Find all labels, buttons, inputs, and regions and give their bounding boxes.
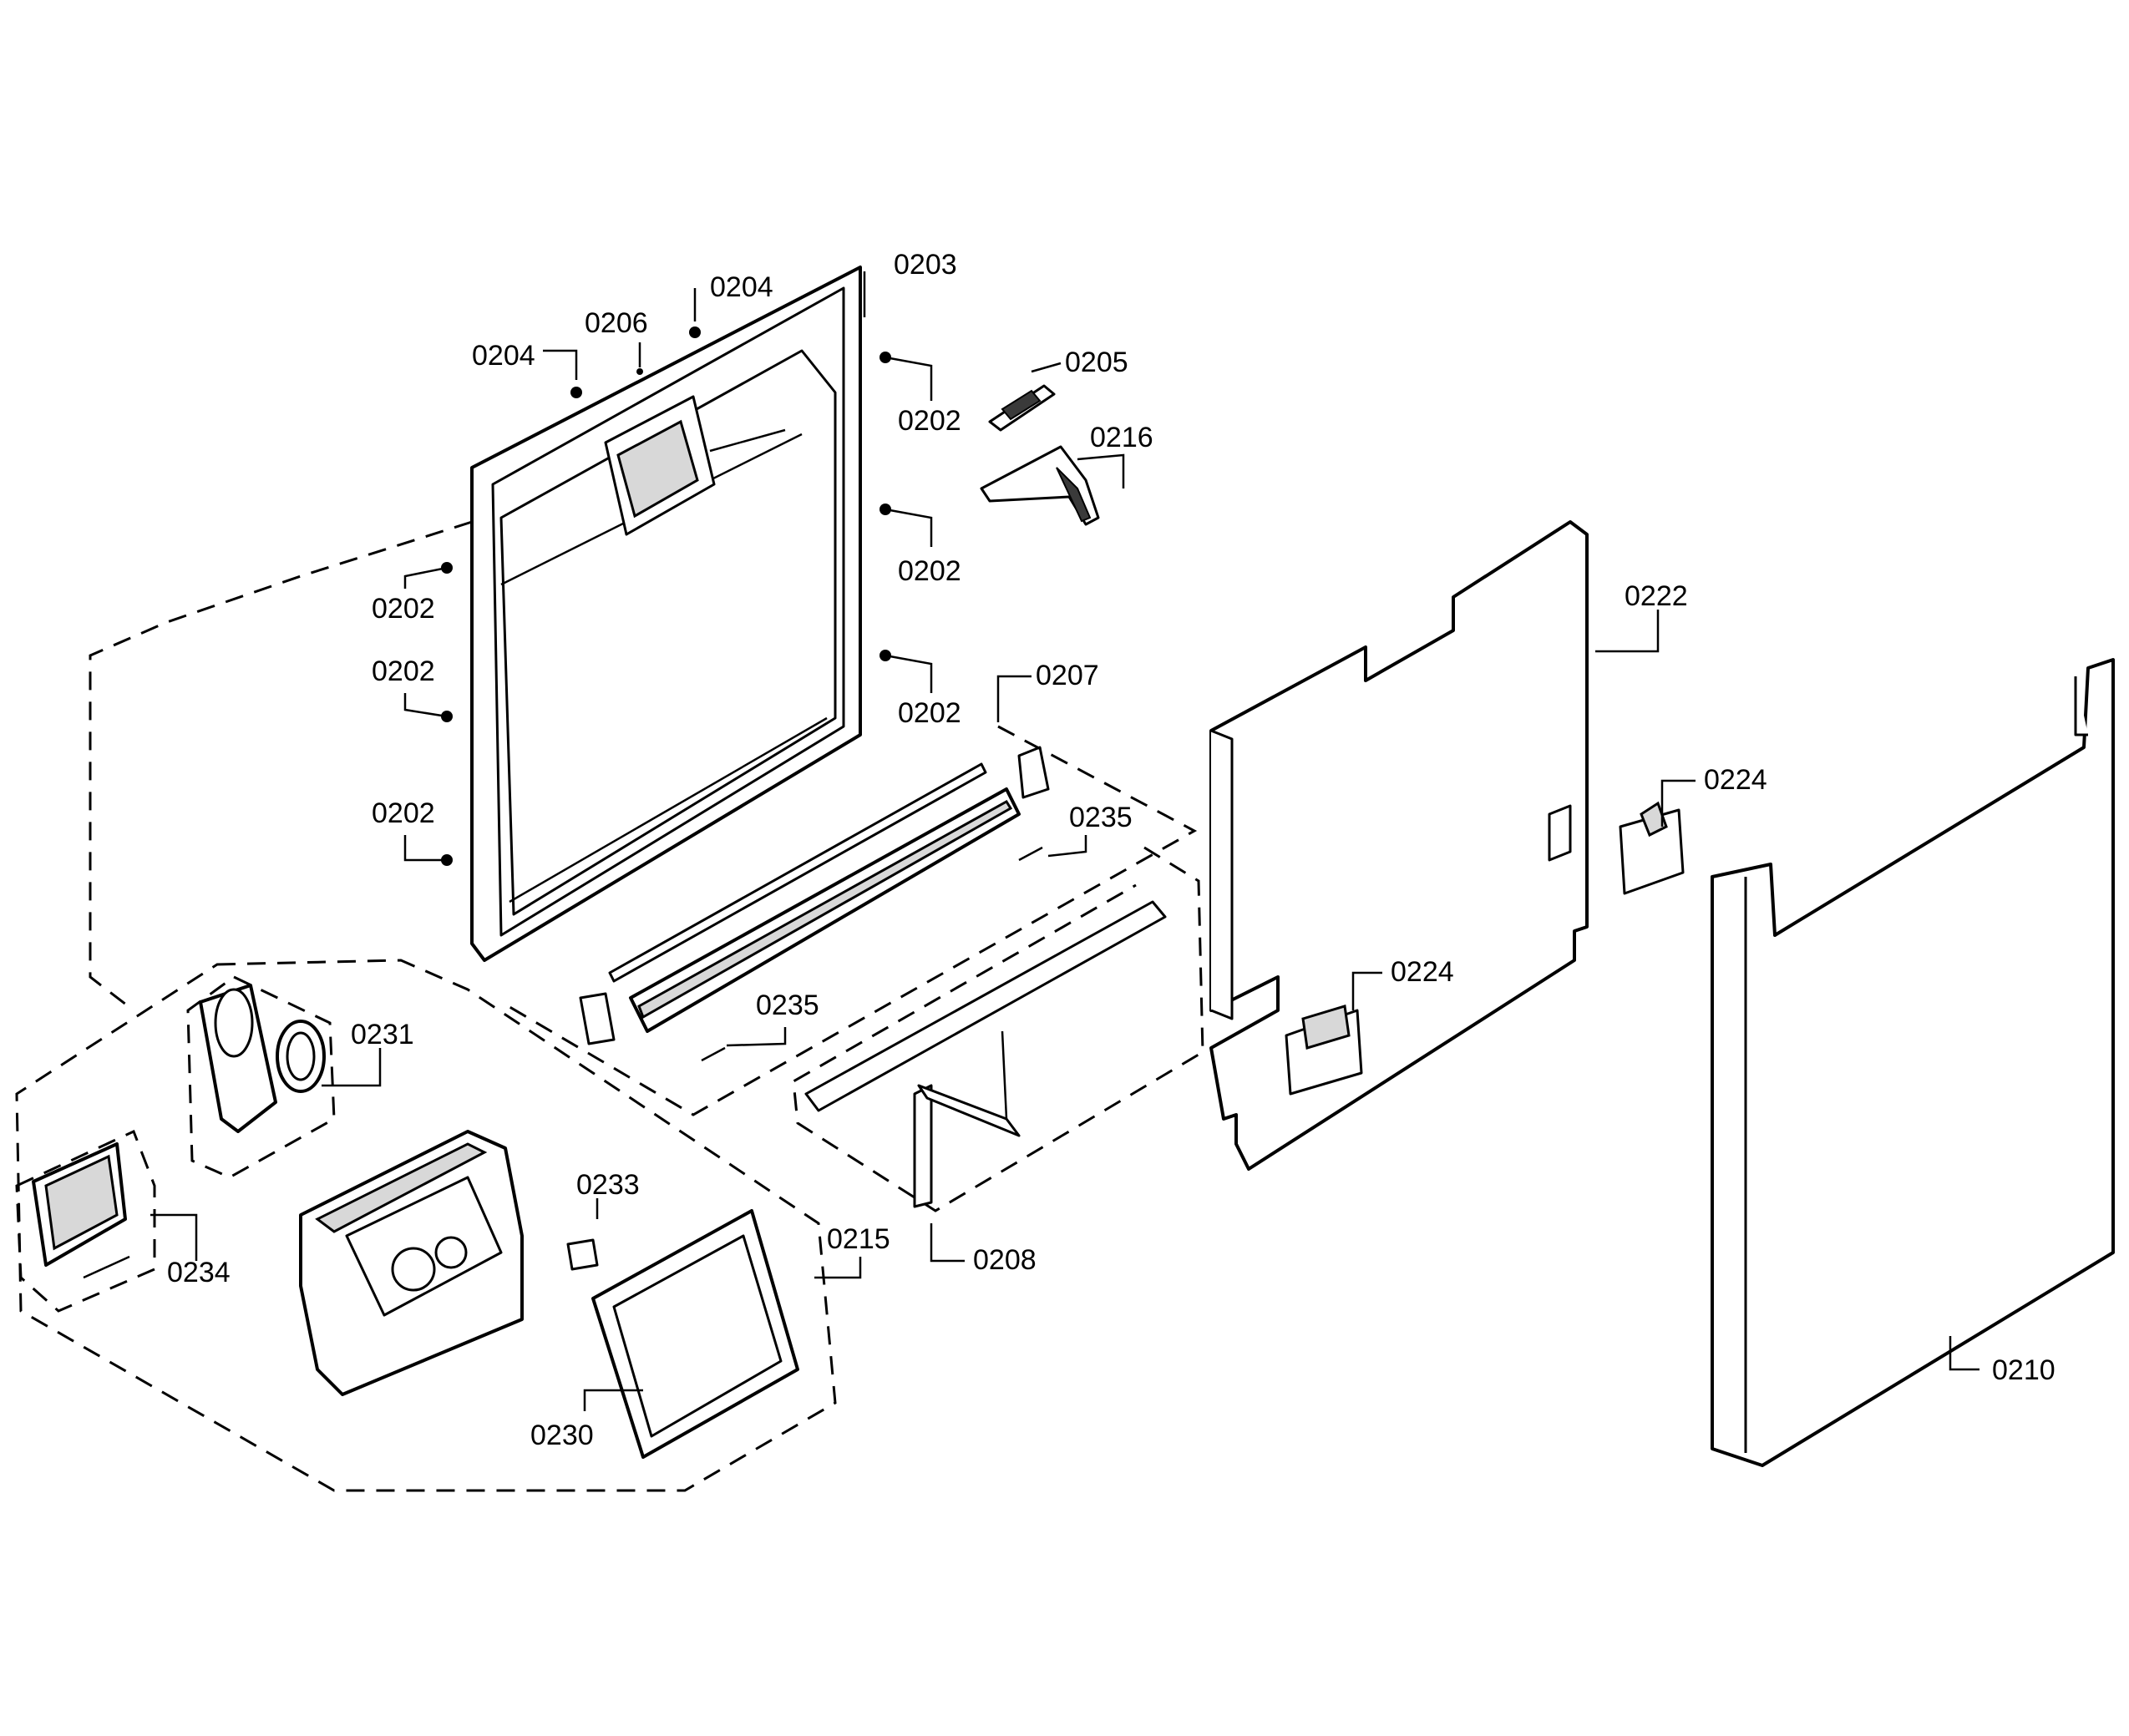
lever-parts (199, 984, 326, 1133)
label-0207: 0207 (1036, 660, 1099, 691)
outer-door-panel (1711, 658, 2115, 1467)
label-0205: 0205 (1065, 347, 1128, 378)
label-0203: 0203 (894, 249, 957, 281)
label-0202-right-3: 0202 (898, 697, 961, 729)
label-0224-lower: 0224 (1391, 956, 1454, 988)
label-0234: 0234 (167, 1257, 231, 1288)
label-0204-left: 0204 (472, 340, 535, 372)
dispenser-module (299, 1130, 524, 1396)
clips (1285, 801, 1685, 1096)
label-0235-lower: 0235 (756, 989, 819, 1021)
label-0233: 0233 (576, 1169, 640, 1201)
label-0210: 0210 (1992, 1354, 2055, 1386)
label-0231: 0231 (351, 1019, 414, 1050)
label-0208: 0208 (973, 1244, 1037, 1276)
label-0202-left-2: 0202 (372, 655, 435, 687)
screw-0204-right (689, 326, 701, 338)
label-0204-top: 0204 (710, 271, 773, 303)
label-0216: 0216 (1090, 422, 1153, 453)
lever-group-outline (186, 975, 336, 1179)
label-0202-right-1: 0202 (898, 405, 961, 437)
label-0230: 0230 (530, 1420, 594, 1451)
switch-group-outline (15, 1129, 156, 1313)
inner-door-panel (470, 266, 862, 962)
panel-link-outline (89, 520, 473, 1012)
label-0215: 0215 (827, 1223, 890, 1255)
rail-group-outline (500, 725, 1198, 1116)
label-0222: 0222 (1625, 580, 1688, 612)
dispenser-group-outline (15, 959, 837, 1492)
label-0224-upper: 0224 (1704, 764, 1767, 796)
insulation-panel (1209, 520, 1589, 1171)
leader-lines (150, 271, 1979, 1411)
label-0202-left-1: 0202 (372, 593, 435, 625)
small-latch-part (566, 1238, 599, 1271)
pin-0206 (636, 368, 643, 375)
label-0202-right-2: 0202 (898, 555, 961, 587)
hinge-parts (980, 384, 1100, 526)
label-0202-left-3: 0202 (372, 797, 435, 829)
dispenser-seal (591, 1209, 799, 1459)
door-rail-assembly (579, 746, 1050, 1062)
bracket-group-outline (792, 846, 1204, 1212)
label-0206: 0206 (585, 307, 648, 339)
label-0235-upper: 0235 (1069, 802, 1133, 833)
part-labels: 0203 0204 0204 0206 0202 0202 0202 0202 … (167, 249, 2055, 1451)
switch-parts (32, 1142, 130, 1279)
bracket-assembly (804, 900, 1167, 1208)
screw-0204-left (570, 387, 582, 398)
screws (441, 326, 891, 866)
